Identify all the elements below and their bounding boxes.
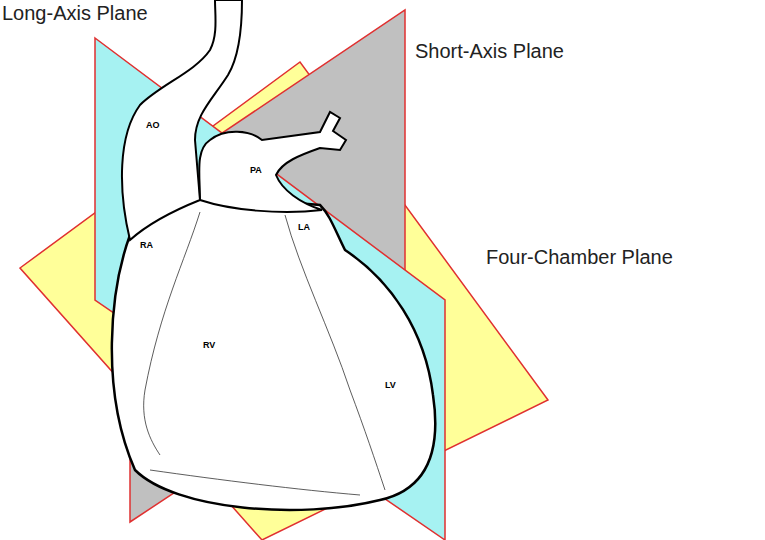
pulmonary-artery [199,112,346,212]
chamber-label: LV [385,380,396,390]
coronary-line [285,215,385,490]
plane-label: Short-Axis Plane [415,40,564,63]
chamber-label: PA [250,165,262,175]
coronary-line [150,470,360,495]
heart-outline [112,195,435,510]
plane-label: Long-Axis Plane [2,2,148,25]
chamber-label: RA [140,240,153,250]
chamber-label: LA [298,222,310,232]
chamber-label: RV [203,340,215,350]
plane-label: Four-Chamber Plane [486,246,673,269]
chamber-label: AO [146,120,160,130]
